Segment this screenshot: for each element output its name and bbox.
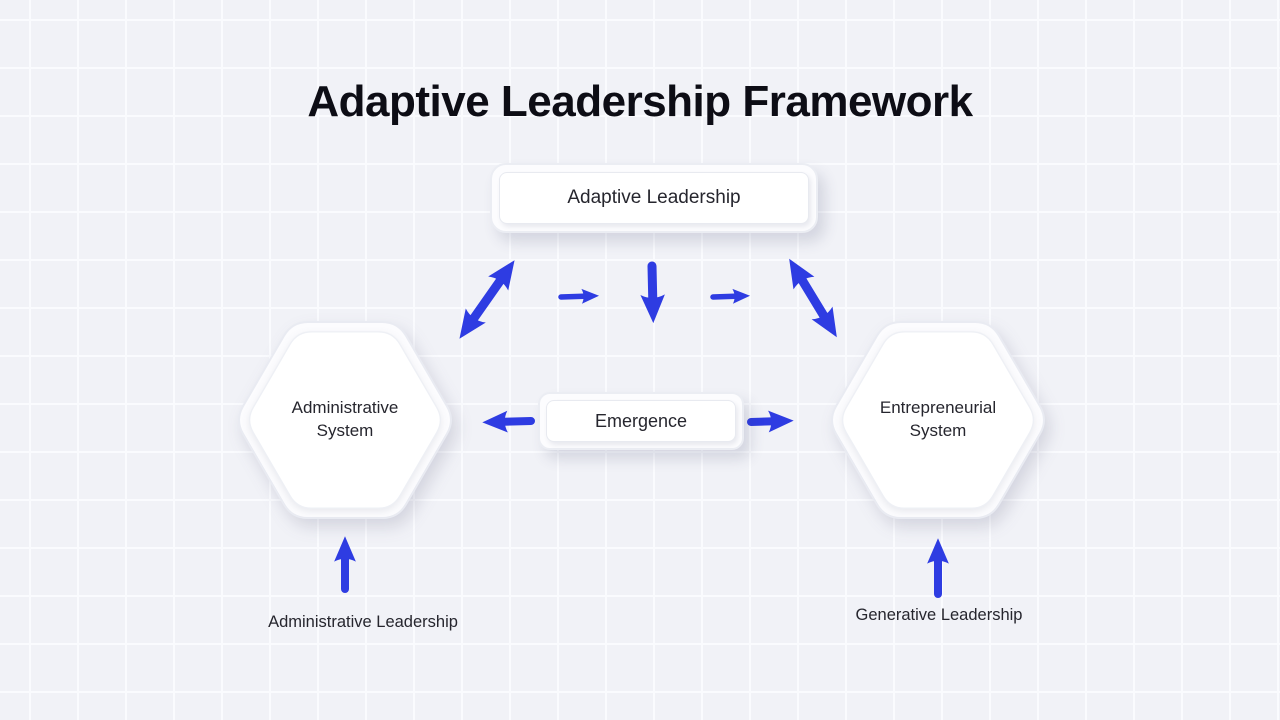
adaptive-leadership-node: Adaptive Leadership — [490, 163, 818, 233]
administrative-system-hexagon — [238, 321, 452, 519]
right-arrow-icon — [558, 288, 600, 304]
right-arrow-icon — [710, 288, 751, 304]
entrepreneurial-system-label: Entrepreneurial System — [879, 398, 997, 440]
generative-leadership-caption: Generative Leadership — [855, 606, 1023, 624]
emergence-label: Emergence — [594, 410, 688, 431]
adaptive-leadership-label: Adaptive Leadership — [567, 187, 741, 208]
emergence-node: Emergence — [538, 392, 744, 450]
entrepreneurial-system-hexagon — [831, 321, 1045, 519]
administrative-leadership-caption: Administrative Leadership — [268, 613, 458, 631]
right-arrow-icon — [747, 410, 794, 433]
slide-title: Adaptive Leadership Framework — [307, 77, 973, 126]
double-diagonal-arrow-left-icon — [459, 260, 515, 339]
administrative-system-label: Administrative System — [291, 398, 399, 440]
down-arrow-icon — [640, 261, 665, 324]
left-arrow-icon — [482, 410, 535, 433]
